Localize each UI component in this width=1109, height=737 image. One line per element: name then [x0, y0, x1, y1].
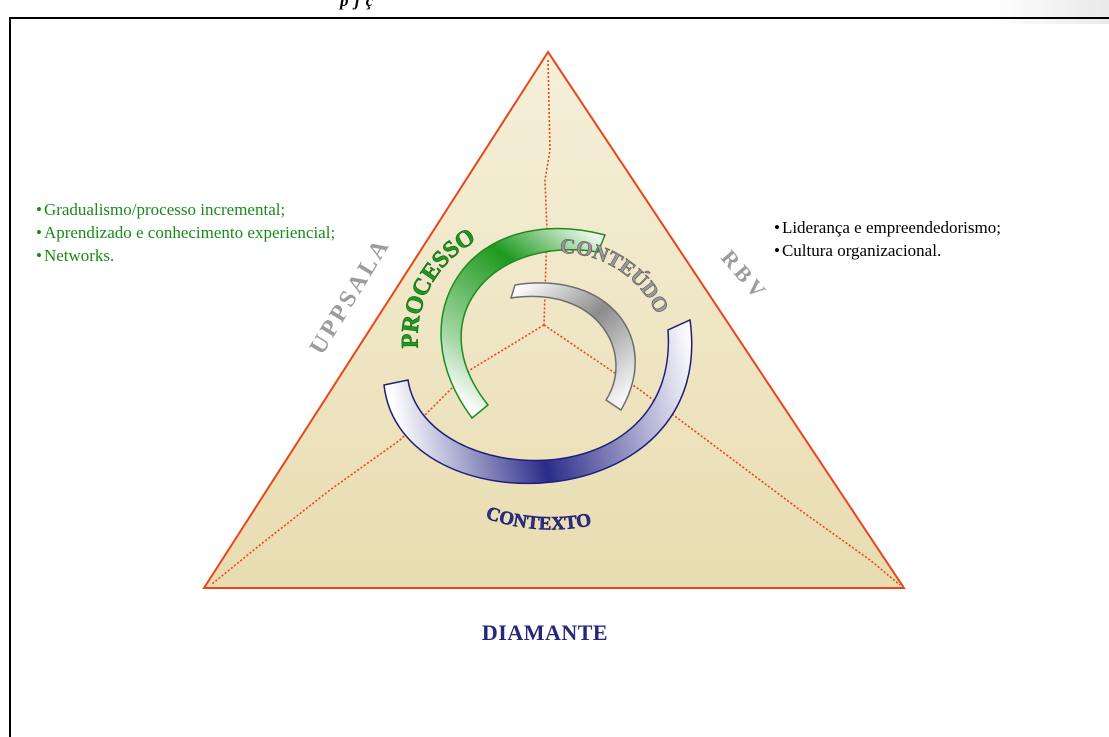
corner-shade — [989, 0, 1109, 24]
rbv-point: Liderança e empreendedorismo; — [774, 216, 1104, 239]
theory-triangle-diagram: PROCESSO CONTEÚDO CONTEXTO UPPSALA RBV — [202, 50, 906, 589]
uppsala-point: Gradualismo/processo incremental; — [36, 198, 346, 221]
processo-arc — [440, 227, 607, 420]
diagram-frame — [9, 17, 1109, 737]
uppsala-points-list: Gradualismo/processo incremental; Aprend… — [36, 198, 346, 267]
divider-top — [543, 59, 551, 326]
header-title-fragment: p j ç — [0, 0, 1109, 14]
uppsala-point: Aprendizado e conhecimento experiencial; — [36, 221, 346, 244]
divider-left — [211, 324, 545, 585]
uppsala-point: Networks. — [36, 244, 346, 267]
conteudo-arc — [509, 282, 636, 412]
rbv-points-list: Liderança e empreendedorismo; Cultura or… — [774, 216, 1104, 262]
rbv-label: RBV — [716, 245, 773, 306]
rbv-point: Cultura organizacional. — [774, 239, 1104, 262]
header-title: p j ç — [340, 0, 375, 10]
triangle-background — [202, 50, 906, 589]
rbv-label-path: RBV — [716, 245, 769, 306]
diamante-label: DIAMANTE — [481, 620, 609, 645]
contexto-arc — [383, 318, 693, 485]
diagram-canvas: p j ç — [0, 0, 1109, 711]
